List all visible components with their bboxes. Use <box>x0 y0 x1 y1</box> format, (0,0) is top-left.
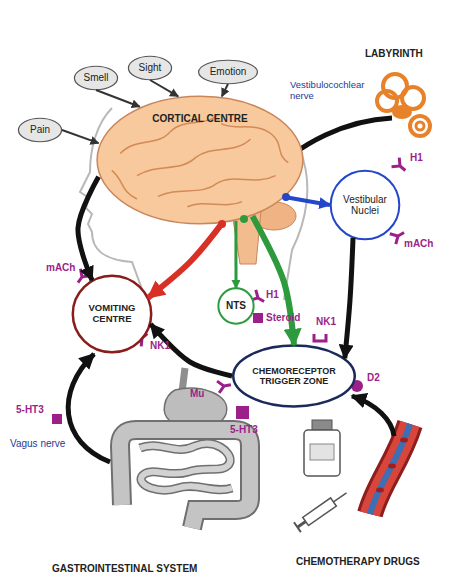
node-shape <box>74 66 117 90</box>
receptor-name: NK1 <box>316 316 336 328</box>
input-name: Smell <box>83 72 108 84</box>
syringe-needle <box>333 493 346 502</box>
brain-gyrus <box>187 202 242 207</box>
receptor-name: H1 <box>410 152 423 164</box>
node-shape <box>199 60 258 84</box>
brain-gyrus <box>112 170 137 199</box>
blood-cell <box>400 438 408 443</box>
receptor-name: Steroid <box>266 312 300 324</box>
receptor-symbol <box>236 406 249 419</box>
nerve-name: Vestibulocochlear nerve <box>290 80 376 102</box>
vessel-lumen <box>370 424 410 514</box>
receptor-symbol <box>52 414 62 424</box>
blood-vessel <box>370 424 410 514</box>
drug-arrow <box>352 396 394 436</box>
small-intestine <box>140 444 232 490</box>
blood-cell <box>376 488 384 493</box>
input-name: Emotion <box>210 66 247 78</box>
syringe-plunger <box>297 521 305 527</box>
pathway-arrow <box>78 177 99 280</box>
receptor-name: Mu <box>190 388 204 400</box>
receptor-name: 5-HT3 <box>230 424 258 436</box>
input-name: Pain <box>30 124 50 136</box>
pathway-arrow <box>234 221 237 288</box>
receptor-symbol <box>314 334 326 341</box>
receptor-name: D2 <box>367 372 380 384</box>
node-shape <box>18 118 61 142</box>
blood-vessel <box>370 424 410 514</box>
large-intestine <box>120 430 250 528</box>
receptor-name: H1 <box>266 289 279 301</box>
receptor-symbol <box>253 313 263 323</box>
blood-cell <box>388 464 396 469</box>
centre-circle: CHEMORECEPTOR TRIGGER ZONE <box>232 345 356 407</box>
node-shape <box>233 346 355 407</box>
centre-name: CORTICAL CENTRE <box>152 113 247 125</box>
brain-centre: CORTICAL CENTRE <box>95 95 305 225</box>
node-shape <box>218 288 253 323</box>
receptor-symbol <box>217 379 232 393</box>
part-name: CHEMOTHERAPY DRUGS <box>296 556 420 568</box>
centre-name: Vestibular Nuclei <box>336 194 394 217</box>
part-name: LABYRINTH <box>365 48 423 60</box>
syringe-barrel <box>303 498 337 526</box>
brain-gyrus <box>158 176 276 197</box>
pathway-arrow <box>62 130 99 143</box>
receptor-name: NK1 <box>150 340 170 352</box>
pathway-arrow <box>345 238 353 358</box>
input-bubble: Sight <box>128 56 172 80</box>
large-intestine <box>120 430 250 528</box>
centre-name: CHEMORECEPTOR TRIGGER ZONE <box>242 366 346 387</box>
input-name: Sight <box>139 62 162 74</box>
pathway-arrow <box>222 84 228 96</box>
syringe <box>294 488 350 532</box>
cochlea <box>410 116 430 136</box>
vagal-arrow <box>68 354 110 462</box>
input-bubble: Emotion <box>198 60 258 84</box>
pathway-arrow <box>286 197 330 205</box>
receptor-name: 5-HT3 <box>16 404 44 416</box>
centre-circle: NTS <box>218 288 254 324</box>
brain-gyrus <box>137 139 250 175</box>
centre-name: NTS <box>226 300 246 312</box>
syringe-plunger <box>294 522 301 532</box>
pathway-arrow <box>253 216 295 345</box>
pathway-arrow <box>151 324 232 376</box>
bottle-cap <box>312 420 332 430</box>
centre-circle: Vestibular Nuclei <box>330 170 400 240</box>
drug-bottle <box>304 430 340 476</box>
small-intestine <box>140 444 232 490</box>
cochlea <box>416 122 424 130</box>
part-name: GASTROINTESTINAL SYSTEM <box>52 563 197 575</box>
node-shape <box>128 56 171 80</box>
pathway-arrow <box>150 80 178 96</box>
receptor-symbol <box>392 158 410 176</box>
nerve-name: Vagus nerve <box>10 438 65 450</box>
pathway-arrow <box>148 224 222 298</box>
receptor-name: mACh <box>46 262 75 274</box>
node-shape <box>331 171 400 240</box>
brain-gyrus <box>221 124 288 163</box>
vestibule <box>392 105 412 119</box>
node-shape <box>73 276 151 352</box>
cerebral-cortex <box>97 96 303 223</box>
input-bubble: Smell <box>74 66 118 90</box>
pathway-arrow <box>96 90 140 107</box>
input-bubble: Pain <box>18 118 62 142</box>
bottle-label <box>310 444 334 460</box>
receptor-name: mACh <box>404 238 433 250</box>
centre-name: VOMITING CENTRE <box>76 303 148 325</box>
centre-circle: VOMITING CENTRE <box>72 275 152 353</box>
